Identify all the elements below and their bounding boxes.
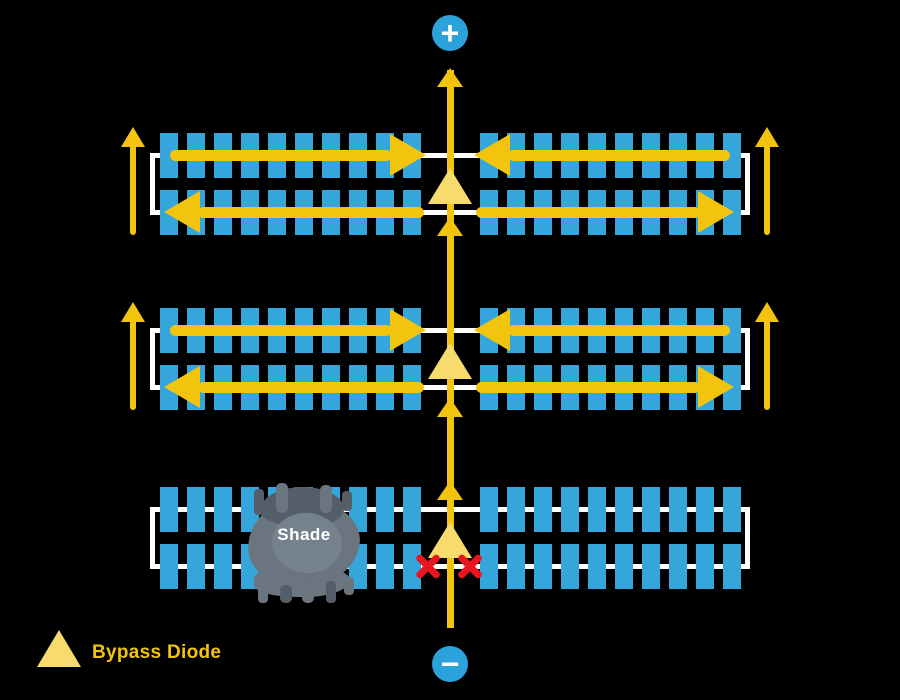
panel-2-current-arrow-top-left-head	[390, 309, 426, 351]
panel-1-current-arrow-bottom-left	[198, 206, 424, 218]
panel-1-current-arrow-bottom-right-head	[698, 191, 734, 233]
panel-2-current-arrow-bottom-right	[476, 381, 700, 393]
positive-terminal: +	[432, 15, 468, 51]
minus-icon: −	[440, 646, 460, 682]
solar-cell	[507, 544, 525, 589]
solar-cell	[696, 487, 714, 532]
bypass-diode-legend-icon	[37, 630, 81, 667]
solar-cell	[723, 487, 741, 532]
panel-1-current-arrow-bottom-left-head	[164, 191, 200, 233]
legend-label: Bypass Diode	[92, 642, 222, 663]
current-arrowhead-up	[437, 68, 463, 87]
panel-1-current-arrow-bottom-right	[476, 206, 700, 218]
current-arrowhead-up	[437, 481, 463, 500]
solar-cell	[403, 487, 421, 532]
panel-2-current-arrow-bottom-right-head	[698, 366, 734, 408]
panel-1-current-arrow-right-side	[764, 143, 770, 235]
current-arrowhead-up	[437, 217, 463, 236]
negative-terminal: −	[432, 646, 468, 682]
panel-1-current-arrow-right-side-head	[755, 127, 779, 147]
solar-cell	[723, 544, 741, 589]
solar-cell	[160, 308, 178, 353]
solar-cell	[187, 487, 205, 532]
solar-cell	[588, 487, 606, 532]
shade-label: Shade	[277, 525, 331, 544]
solar-cell	[507, 487, 525, 532]
panel-1-current-arrow-top-left	[170, 149, 392, 161]
solar-cell	[696, 544, 714, 589]
panel-2-current-arrow-left-side-head	[121, 302, 145, 322]
panel-2-bypass-diode-icon	[428, 343, 472, 379]
solar-cell	[588, 544, 606, 589]
panel-3-bypass-diode-icon	[428, 522, 472, 558]
panel-2-current-arrow-bottom-left	[198, 381, 424, 393]
solar-cell	[561, 544, 579, 589]
panel-2-current-arrow-bottom-left-head	[164, 366, 200, 408]
panel-1-current-arrow-top-right-head	[474, 134, 510, 176]
panel-2-current-arrow-top-right-head	[474, 309, 510, 351]
solar-cell	[160, 487, 178, 532]
solar-cell	[723, 308, 741, 353]
solar-cell	[642, 487, 660, 532]
panel-1-current-arrow-top-right	[508, 149, 730, 161]
solar-cell	[615, 544, 633, 589]
solar-cell	[615, 487, 633, 532]
solar-cell	[187, 544, 205, 589]
solar-cell	[480, 544, 498, 589]
panel-1-current-arrow-left-side	[130, 143, 136, 235]
solar-cell	[669, 544, 687, 589]
blocked-current-x-icon	[456, 552, 484, 580]
solar-cell	[376, 544, 394, 589]
solar-cell	[160, 544, 178, 589]
solar-cell	[534, 487, 552, 532]
panel-1-current-arrow-left-side-head	[121, 127, 145, 147]
current-arrowhead-up	[437, 398, 463, 417]
solar-cell	[214, 487, 232, 532]
solar-cell	[376, 487, 394, 532]
panel-1-bypass-diode-icon	[428, 168, 472, 204]
solar-cell	[561, 487, 579, 532]
panel-2-current-arrow-top-right	[508, 324, 730, 336]
solar-cell	[214, 544, 232, 589]
solar-cell	[480, 487, 498, 532]
solar-cell	[534, 544, 552, 589]
solar-cell	[160, 133, 178, 178]
blocked-current-x-icon	[414, 552, 442, 580]
panel-2-current-arrow-right-side-head	[755, 302, 779, 322]
panel-2-current-arrow-top-left	[170, 324, 392, 336]
solar-cell	[669, 487, 687, 532]
solar-cell	[642, 544, 660, 589]
solar-cell	[723, 133, 741, 178]
panel-2-current-arrow-right-side	[764, 318, 770, 410]
panel-1-current-arrow-top-left-head	[390, 134, 426, 176]
plus-icon: +	[440, 15, 460, 51]
panel-2-current-arrow-left-side	[130, 318, 136, 410]
shade-blob	[245, 483, 363, 603]
